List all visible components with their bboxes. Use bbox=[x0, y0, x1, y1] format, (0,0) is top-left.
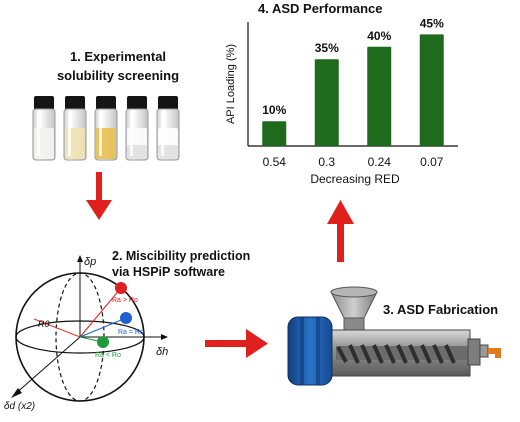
x-tick-label-3: 0.24 bbox=[368, 155, 392, 169]
point-boundary bbox=[120, 312, 132, 324]
bar-chart: API Loading (%) Decreasing RED 10% 0.54 35… bbox=[225, 16, 458, 186]
vial-4 bbox=[125, 96, 149, 161]
axis-d-label: δd (x2) bbox=[4, 401, 35, 412]
bar-value-label-1: 10% bbox=[262, 103, 286, 117]
bar-value-label-3: 40% bbox=[367, 29, 391, 43]
x-tick-label-2: 0.3 bbox=[318, 155, 335, 169]
bar-4 bbox=[419, 34, 444, 146]
hansen-sphere: R0 δp δh δd (x2) Ra > Ro Ra = Ro Ra < Ro bbox=[4, 255, 168, 412]
bar-value-label-2: 35% bbox=[315, 41, 339, 55]
axis-p-label: δp bbox=[84, 256, 96, 268]
x-tick-label-4: 0.07 bbox=[420, 155, 444, 169]
x-axis-label: Decreasing RED bbox=[310, 172, 400, 186]
arrow-down bbox=[86, 172, 112, 220]
arrow-up bbox=[327, 200, 354, 262]
vial-3 bbox=[94, 96, 118, 161]
point-inside bbox=[97, 336, 109, 348]
point-inside-label: Ra < Ro bbox=[95, 352, 121, 359]
point-outside bbox=[115, 282, 127, 294]
bar-value-label-4: 45% bbox=[420, 16, 444, 30]
x-tick-label-1: 0.54 bbox=[263, 155, 287, 169]
bar-1 bbox=[262, 121, 287, 146]
step3-title: 3. ASD Fabrication bbox=[383, 302, 498, 317]
chart-title: 4. ASD Performance bbox=[258, 1, 383, 16]
point-boundary-label: Ra = Ro bbox=[118, 329, 144, 336]
vial-1 bbox=[32, 96, 56, 161]
vial-row bbox=[32, 96, 180, 161]
step2-title-line1: 2. Miscibility prediction bbox=[112, 249, 250, 263]
axis-h-label: δh bbox=[156, 346, 168, 358]
radius-label: R0 bbox=[38, 319, 50, 329]
vial-2 bbox=[63, 96, 87, 161]
step2-title-line2: via HSPiP software bbox=[112, 265, 225, 279]
step1-title-line1: 1. Experimental bbox=[70, 49, 166, 64]
y-axis-label: API Loading (%) bbox=[225, 44, 237, 124]
arrow-right bbox=[205, 329, 268, 358]
bar-2 bbox=[314, 59, 339, 147]
point-outside-label: Ra > Ro bbox=[112, 297, 138, 304]
extruder-illustration bbox=[287, 286, 501, 386]
vial-5 bbox=[156, 96, 180, 161]
step1-title-line2: solubility screening bbox=[57, 68, 179, 83]
bar-3 bbox=[367, 46, 392, 146]
